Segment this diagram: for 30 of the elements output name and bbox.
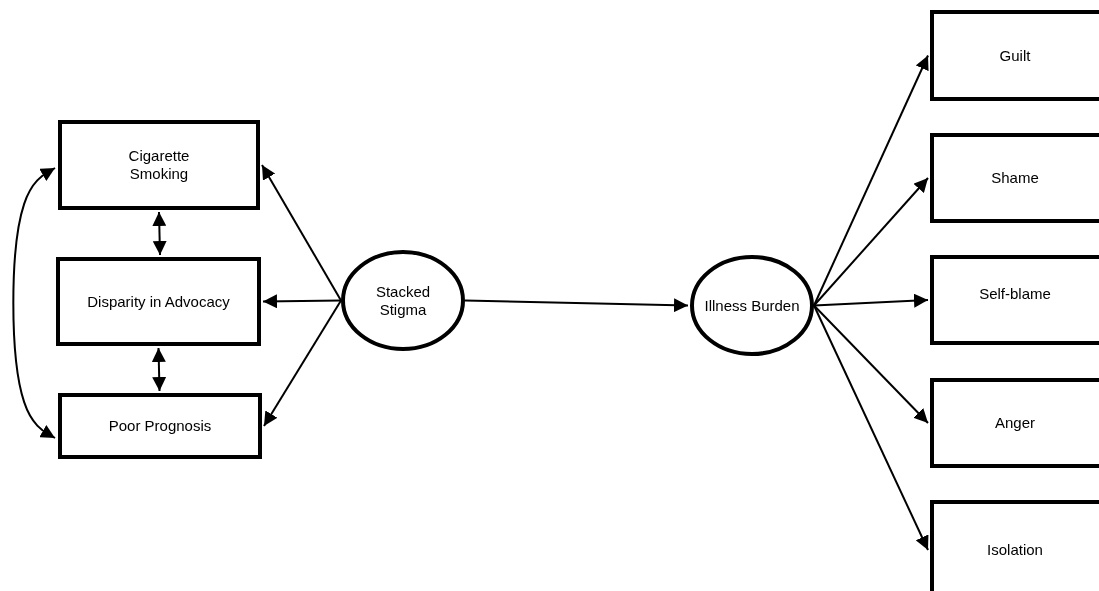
node-label: Cigarette Smoking xyxy=(127,147,191,183)
node-label: Guilt xyxy=(999,46,1031,65)
variable-box xyxy=(58,393,262,459)
variable-box xyxy=(56,257,261,346)
arrow xyxy=(261,164,342,302)
double-headed-arrow xyxy=(12,167,56,439)
double-headed-arrow xyxy=(151,347,167,392)
arrow xyxy=(813,304,929,424)
arrow xyxy=(813,293,929,308)
latent-ellipse xyxy=(341,250,465,351)
latent-ellipse xyxy=(690,255,814,356)
node-label: Poor Prognosis xyxy=(108,417,212,435)
variable-box xyxy=(58,120,260,210)
arrow xyxy=(263,299,342,427)
variable-box xyxy=(930,500,1099,591)
variable-box xyxy=(930,10,1099,101)
variable-box xyxy=(930,378,1099,468)
variable-box xyxy=(930,255,1099,345)
node-label: Isolation xyxy=(987,541,1043,559)
double-headed-arrow xyxy=(152,211,167,256)
node-label: Stacked Stigma xyxy=(374,282,432,319)
node-label: Disparity in Advocacy xyxy=(87,292,230,311)
node-label: Anger xyxy=(995,414,1035,432)
arrow xyxy=(813,177,929,307)
node-label: Illness Burden xyxy=(704,296,800,315)
node-label: Shame xyxy=(991,169,1039,187)
node-label: Self-blame xyxy=(979,285,1051,303)
arrow xyxy=(262,294,342,309)
variable-box xyxy=(930,133,1099,223)
arrow xyxy=(464,298,689,313)
